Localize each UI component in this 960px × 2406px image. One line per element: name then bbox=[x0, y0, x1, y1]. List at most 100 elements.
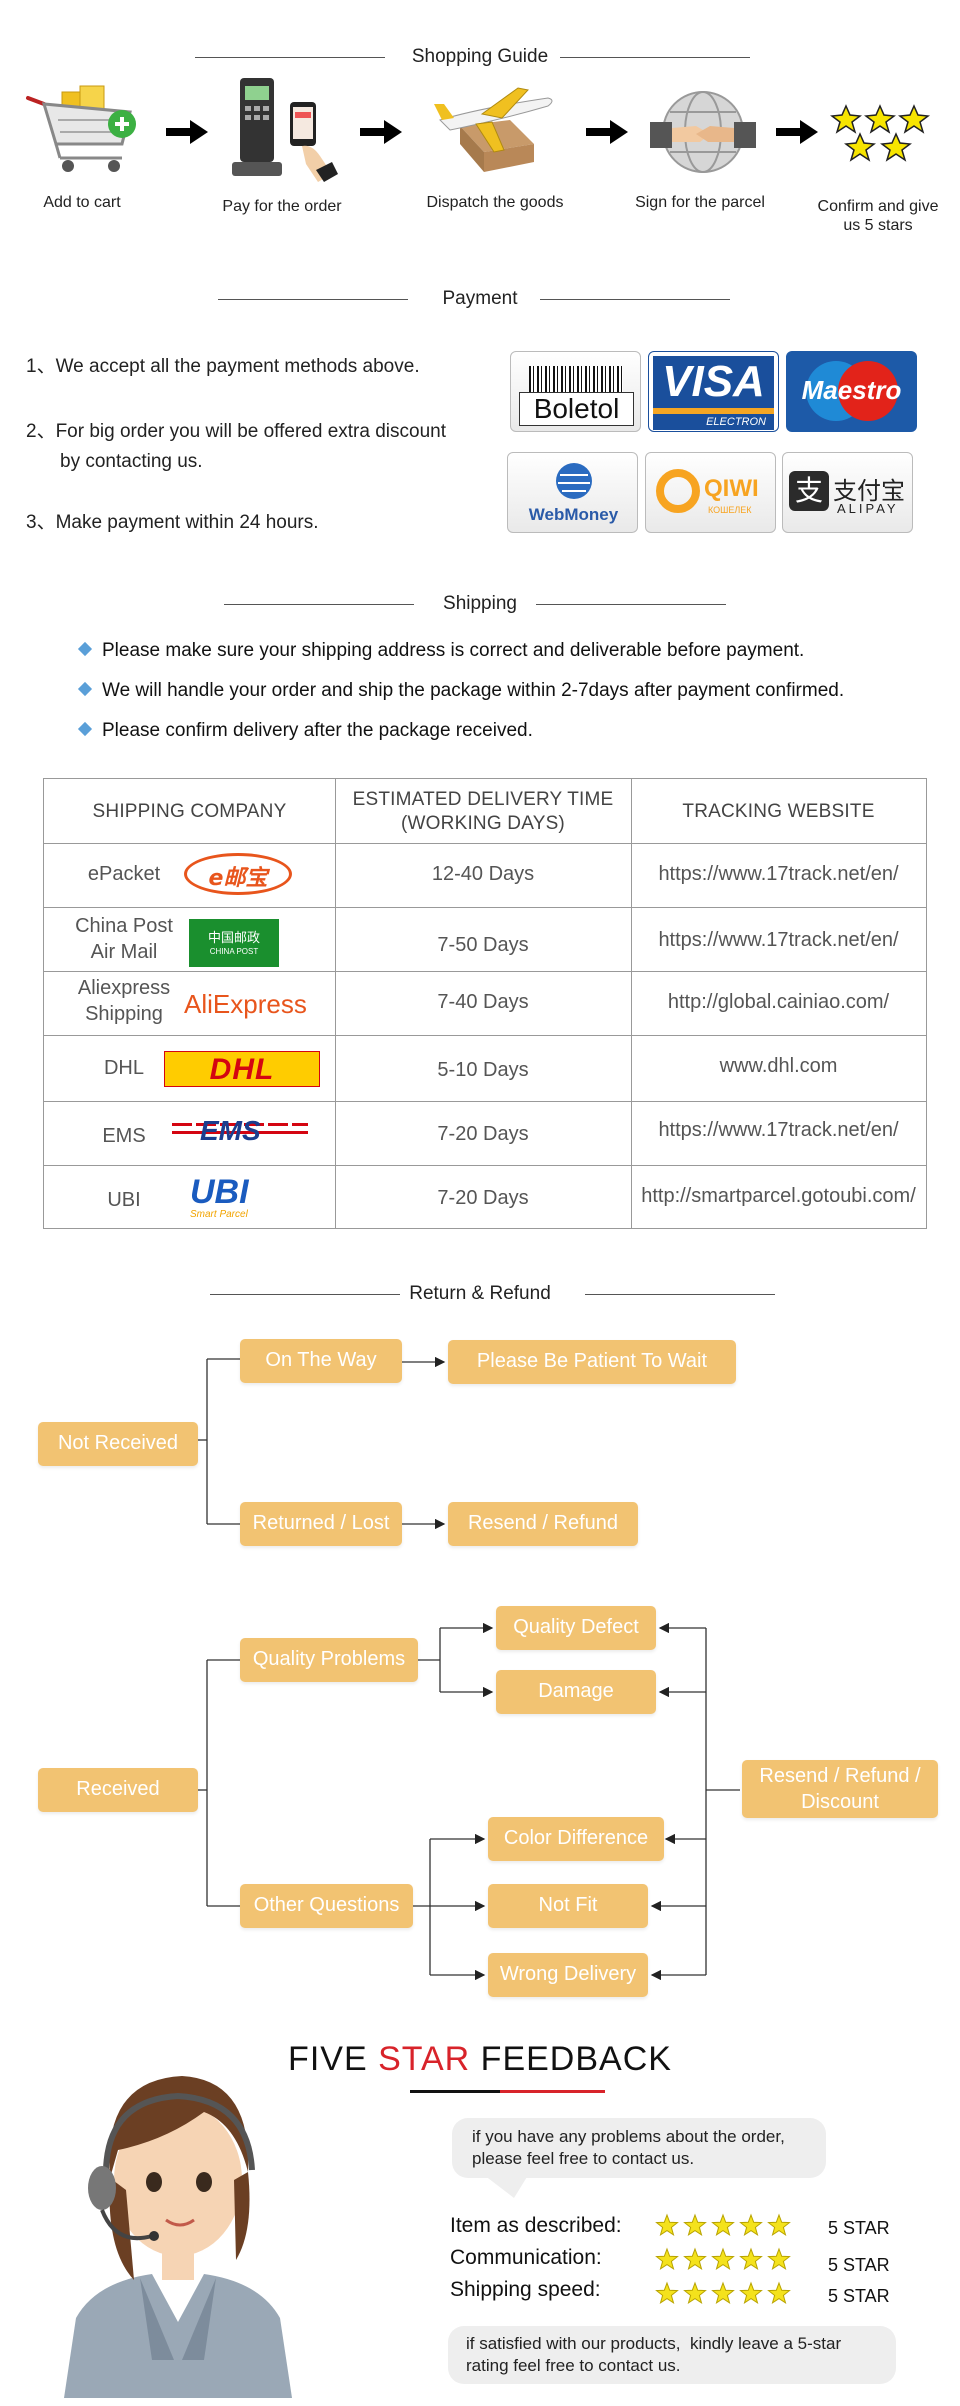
days-ems: 7-20 Days bbox=[437, 1123, 529, 1145]
alipay-symbol-icon: 支 bbox=[789, 471, 829, 511]
header-working-days: (WORKING DAYS) bbox=[401, 813, 565, 834]
leave-rating-bubble: if satisfied with our products, kindly l… bbox=[448, 2326, 896, 2384]
qiwi-circle-icon bbox=[656, 469, 700, 513]
days-ubi: 7-20 Days bbox=[437, 1187, 529, 1209]
airplane-parcel-icon bbox=[430, 80, 560, 180]
step-pay-for-order: Pay for the order bbox=[222, 198, 342, 215]
other-questions-box: Other Questions bbox=[240, 1884, 413, 1928]
star-icon bbox=[655, 2213, 679, 2237]
bubble-tail bbox=[480, 2172, 530, 2198]
arrow-right-icon bbox=[166, 120, 208, 144]
five-star-feedback-title: FIVE STAR FEEDBACK bbox=[288, 2040, 672, 2078]
contact-bubble: if you have any problems about the order… bbox=[452, 2118, 826, 2178]
resend-refund-box: Resend / Refund bbox=[448, 1502, 638, 1546]
header-rule-left bbox=[195, 57, 385, 58]
qiwi-sub-text: КОШЕЛЕК bbox=[708, 505, 752, 515]
site-dhl: www.dhl.com bbox=[719, 1055, 838, 1077]
webmoney-text: WebMoney bbox=[528, 505, 619, 524]
arrow-right-icon bbox=[360, 120, 402, 144]
rating-label-shipping-speed: Shipping speed: bbox=[450, 2278, 601, 2301]
step-add-to-cart: Add to cart bbox=[43, 194, 121, 211]
company-air-mail: Air Mail bbox=[90, 941, 158, 963]
be-patient-box: Please Be Patient To Wait bbox=[448, 1340, 736, 1384]
site-ems: https://www.17track.net/en/ bbox=[658, 1119, 899, 1141]
arrow-right-icon bbox=[586, 120, 628, 144]
rating-label-item-described: Item as described: bbox=[450, 2214, 622, 2237]
on-the-way-box: On The Way bbox=[240, 1339, 402, 1383]
resend-refund-discount-box: Resend / Refund / Discount bbox=[742, 1760, 938, 1818]
star-icon bbox=[683, 2281, 707, 2305]
visa-electron-text: ELECTRON bbox=[653, 414, 774, 430]
header-tracking-website: TRACKING WEBSITE bbox=[682, 801, 875, 822]
qiwi-text: QIWI bbox=[704, 475, 759, 502]
visa-stripe bbox=[653, 408, 774, 414]
star-icon bbox=[739, 2247, 763, 2271]
china-post-logo: 中国邮政 CHINA POST bbox=[189, 919, 279, 967]
days-epacket: 12-40 Days bbox=[431, 863, 535, 885]
company-epacket: ePacket bbox=[87, 863, 161, 885]
star-icon bbox=[711, 2213, 735, 2237]
shopping-guide-title: Shopping Guide bbox=[411, 46, 549, 67]
payment-item-1: 1、We accept all the payment methods abov… bbox=[26, 356, 420, 377]
shipping-table: SHIPPING COMPANY ESTIMATED DELIVERY TIME… bbox=[43, 778, 927, 1229]
dhl-logo: DHL bbox=[164, 1051, 320, 1087]
rating-stars-communication bbox=[655, 2247, 795, 2273]
days-dhl: 5-10 Days bbox=[437, 1059, 529, 1081]
qiwi-logo: QIWI КОШЕЛЕК bbox=[645, 452, 776, 533]
step-dispatch-goods: Dispatch the goods bbox=[426, 194, 564, 211]
wrong-delivery-box: Wrong Delivery bbox=[488, 1953, 648, 1997]
boletol-text: Boletol bbox=[519, 392, 634, 426]
days-china-post: 7-50 Days bbox=[437, 934, 529, 956]
company-dhl: DHL bbox=[103, 1057, 144, 1079]
quality-defect-box: Quality Defect bbox=[496, 1606, 656, 1650]
site-china-post: https://www.17track.net/en/ bbox=[658, 929, 899, 951]
webmoney-globe-icon bbox=[556, 463, 592, 499]
header-rule-right bbox=[585, 1294, 775, 1295]
site-ubi: http://smartparcel.gotoubi.com/ bbox=[641, 1185, 916, 1207]
star-icon bbox=[767, 2213, 791, 2237]
alipay-logo: 支 支付宝 ALIPAY bbox=[782, 452, 913, 533]
company-aliexpress: Aliexpress bbox=[77, 977, 171, 999]
days-aliexpress: 7-40 Days bbox=[437, 991, 529, 1013]
payment-item-2-cont: by contacting us. bbox=[60, 451, 203, 472]
five-stars-icon bbox=[830, 102, 930, 166]
alipay-sub-text: ALIPAY bbox=[837, 501, 899, 516]
star-icon bbox=[655, 2247, 679, 2271]
barcode-icon bbox=[529, 366, 623, 394]
visa-electron-logo: VISA ELECTRON bbox=[648, 351, 779, 432]
ems-logo: EMS bbox=[172, 1115, 308, 1149]
payment-title: Payment bbox=[442, 288, 518, 309]
shopping-cart-icon bbox=[22, 82, 142, 177]
header-rule-left bbox=[224, 604, 414, 605]
flow-connectors bbox=[198, 1356, 740, 1981]
star-icon bbox=[655, 2281, 679, 2305]
rating-value-shipping-speed: 5 STAR bbox=[828, 2286, 890, 2306]
star-icon bbox=[683, 2213, 707, 2237]
star-icon bbox=[767, 2281, 791, 2305]
rating-stars-item-described bbox=[655, 2213, 795, 2239]
header-rule-left bbox=[210, 1294, 400, 1295]
rating-stars-shipping-speed bbox=[655, 2281, 795, 2307]
rating-value-communication: 5 STAR bbox=[828, 2255, 890, 2275]
maestro-text: Maestro bbox=[801, 375, 902, 405]
return-refund-header: Return & Refund bbox=[0, 1279, 960, 1309]
maestro-logo: Maestro bbox=[786, 351, 917, 432]
not-received-box: Not Received bbox=[38, 1422, 198, 1466]
header-rule-right bbox=[536, 604, 726, 605]
step-sign-for-parcel: Sign for the parcel bbox=[635, 194, 765, 211]
return-refund-title: Return & Refund bbox=[409, 1283, 551, 1304]
visa-text: VISA bbox=[653, 356, 774, 408]
company-ubi: UBI bbox=[107, 1189, 141, 1211]
header-rule-left bbox=[218, 299, 408, 300]
ubi-logo: UBI Smart Parcel bbox=[190, 1173, 249, 1220]
payment-terminal-icon bbox=[228, 74, 338, 184]
boletol-logo: Boletol bbox=[510, 351, 641, 432]
epacket-logo: e邮宝 bbox=[184, 853, 292, 895]
star-icon bbox=[739, 2213, 763, 2237]
payment-item-2: 2、For big order you will be offered extr… bbox=[26, 421, 446, 442]
shopping-guide-header: Shopping Guide bbox=[0, 42, 960, 72]
payment-item-3: 3、Make payment within 24 hours. bbox=[26, 512, 319, 533]
shipping-title: Shipping bbox=[443, 593, 517, 614]
site-epacket: https://www.17track.net/en/ bbox=[658, 863, 899, 885]
star-icon bbox=[711, 2281, 735, 2305]
